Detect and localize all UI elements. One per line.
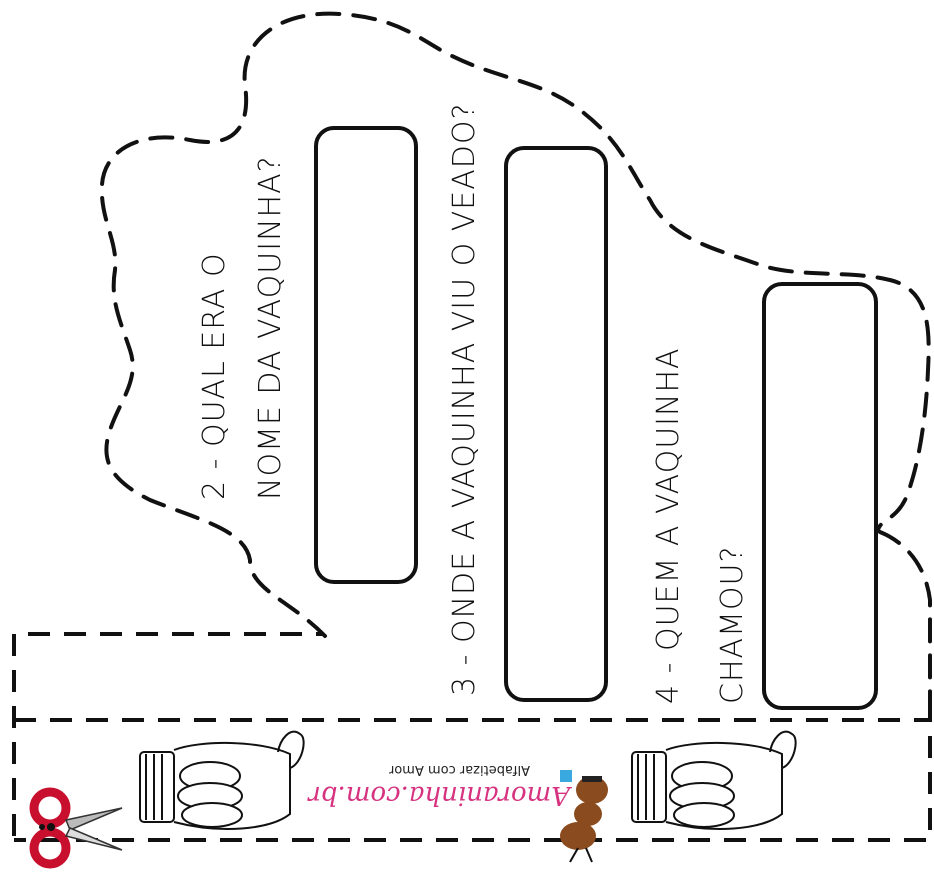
cloud-cut-line <box>99 11 931 638</box>
question-4-line-2: CHAMOU? <box>715 545 750 704</box>
answer-box-3[interactable] <box>504 146 608 702</box>
cloud-cut-line-tail <box>878 530 932 702</box>
answer-box-4[interactable] <box>762 282 878 710</box>
thumbs-up-icon <box>631 730 797 830</box>
strip-cut-line-outer <box>12 632 932 842</box>
answer-box-2[interactable] <box>314 126 418 584</box>
scissors-icon <box>29 787 123 869</box>
question-3: 3 - ONDE A VAQUINHA VIU O VEADO? <box>447 102 482 696</box>
question-2-line-1: 2 - QUAL ERA O <box>197 252 232 500</box>
thumbs-up-icon <box>139 730 305 830</box>
question-2-line-2: NOME DA VAQUINHA? <box>253 155 288 500</box>
watermark-brand: Amoraninha.com.br <box>308 780 570 810</box>
question-4-line-1: 4 - QUEM A VAQUINHA <box>651 347 686 704</box>
watermark-tagline: Alfabetizar com Amor <box>388 762 530 777</box>
mascot-icon <box>560 770 608 863</box>
